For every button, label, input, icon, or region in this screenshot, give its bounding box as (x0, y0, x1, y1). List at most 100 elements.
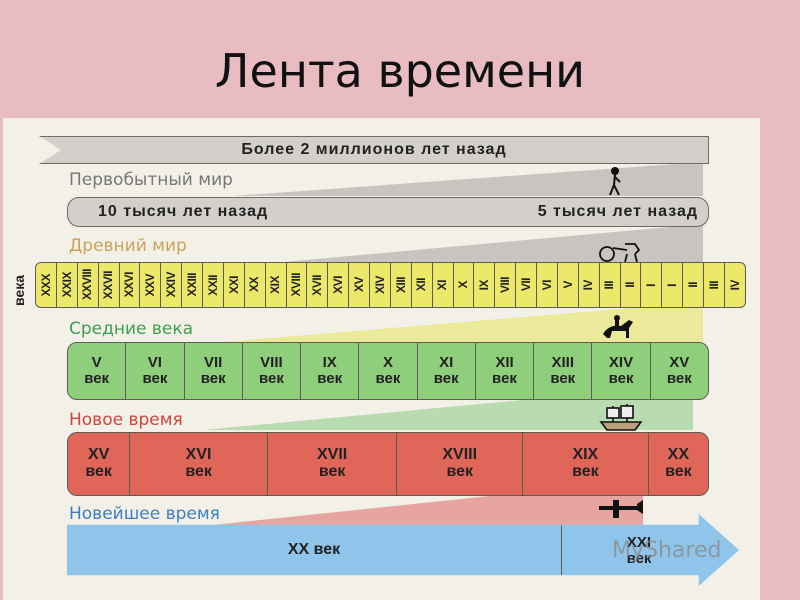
ancient-century-cell: XXI (224, 263, 245, 307)
middle-century-num: VII (203, 354, 223, 372)
new-century-num: XIX (572, 446, 599, 464)
ancient-century-cell: II (621, 263, 642, 307)
ancient-century-label: VIII (497, 276, 512, 293)
newest-20th-century-label: XX век (287, 541, 341, 558)
ancient-century-cell: XXIV (161, 263, 183, 307)
new-century-word: век (185, 463, 212, 480)
middle-century-word: век (258, 370, 284, 387)
ancient-century-label: XXI (226, 276, 241, 294)
ancient-century-cell: XVII (307, 263, 329, 307)
ancient-century-label: XXVII (101, 270, 116, 300)
ancient-century-cell: XXX (36, 263, 57, 307)
ancient-century-cell: V (558, 263, 579, 307)
middle-century-num: VI (147, 354, 162, 372)
ancient-century-label: XVI (330, 276, 345, 294)
band-primitive: 10 тысяч лет назад 5 тысяч лет назад (67, 197, 709, 227)
ancient-century-label: IV (727, 279, 742, 291)
ancient-century-cell: I (662, 263, 684, 307)
middle-century-word: век (666, 370, 692, 387)
new-century-word: век (572, 463, 599, 480)
ancient-century-cell: XXVII (99, 263, 120, 307)
wedge-middle (223, 302, 703, 342)
middle-century-word: век (550, 370, 576, 387)
ancient-century-label: III (706, 280, 721, 290)
textbook-page: Более 2 миллионов лет назад Первобытный … (3, 118, 760, 600)
new-century-word: век (665, 463, 692, 480)
era-label-ancient: Древний мир (69, 236, 187, 256)
horse-rider-icon (603, 315, 633, 338)
ancient-century-label: XVII (310, 274, 325, 296)
band-2-million-years-label: Более 2 миллионов лет назад (241, 141, 507, 158)
ancient-century-label: XIV (372, 276, 387, 294)
era-label-newest: Новейшее время (69, 504, 220, 524)
ancient-century-cell: XVIII (287, 263, 308, 307)
ancient-century-cell: VII (516, 263, 537, 307)
ancient-century-label: XXIII (184, 273, 199, 297)
ancient-century-cell: II (683, 263, 704, 307)
band-2-million-years: Более 2 миллионов лет назад (39, 136, 709, 164)
ancient-century-cell: XIV (370, 263, 391, 307)
ancient-century-cell: XXVIII (78, 263, 99, 307)
middle-century-num: XII (495, 354, 514, 372)
ancient-century-label: I (664, 283, 679, 287)
chariot-icon (599, 243, 641, 263)
ancient-century-label: XXIV (163, 272, 178, 298)
ancient-century-cell: XIX (266, 263, 287, 307)
middle-century-word: век (317, 370, 343, 387)
ancient-century-cell: XXII (203, 263, 224, 307)
middle-century-num: XV (669, 354, 690, 372)
ancient-century-label: III (602, 280, 617, 290)
middle-century-num: XIII (551, 354, 575, 372)
ancient-century-label: II (685, 282, 700, 288)
band-primitive-right-label: 5 тысяч лет назад (537, 203, 698, 220)
middle-century-num: X (382, 354, 393, 372)
middle-century-word: век (84, 370, 110, 387)
new-century-num: XV (87, 446, 110, 464)
middle-century-num: VIII (260, 354, 283, 372)
airplane-icon (599, 500, 643, 518)
new-century-word: век (446, 463, 473, 480)
new-century-num: XVIII (442, 446, 478, 464)
slide-title: Лента времени (214, 44, 586, 98)
ancient-century-label: XII (414, 278, 429, 292)
ancient-century-cell: XXV (140, 263, 162, 307)
ancient-century-cell: IX (474, 263, 496, 307)
ancient-century-label: X (456, 281, 471, 289)
ancient-century-label: V (560, 281, 575, 289)
middle-century-num: IX (322, 354, 337, 372)
ancient-century-cell: XIII (391, 263, 412, 307)
ancient-century-cell: XV (349, 263, 370, 307)
new-century-word: век (85, 463, 112, 480)
ancient-century-cell: III (600, 263, 621, 307)
newest-20th-century: XX век (67, 525, 562, 575)
ancient-century-label: II (623, 282, 638, 288)
middle-century-num: XIV (608, 354, 634, 372)
middle-century-word: век (608, 370, 634, 387)
new-century-num: XVI (185, 446, 212, 464)
ancient-century-label: XVIII (289, 273, 304, 297)
ancient-century-cell: XII (412, 263, 433, 307)
ancient-century-label: I (644, 283, 659, 287)
middle-century-word: век (200, 370, 226, 387)
ancient-century-cell: X (454, 263, 475, 307)
ancient-century-label: VI (539, 279, 554, 291)
ancient-century-label: XXIX (59, 272, 74, 298)
ancient-century-cell: XVI (328, 263, 350, 307)
ancient-century-label: IV (581, 279, 596, 291)
ancient-century-cell: IV (579, 263, 600, 307)
